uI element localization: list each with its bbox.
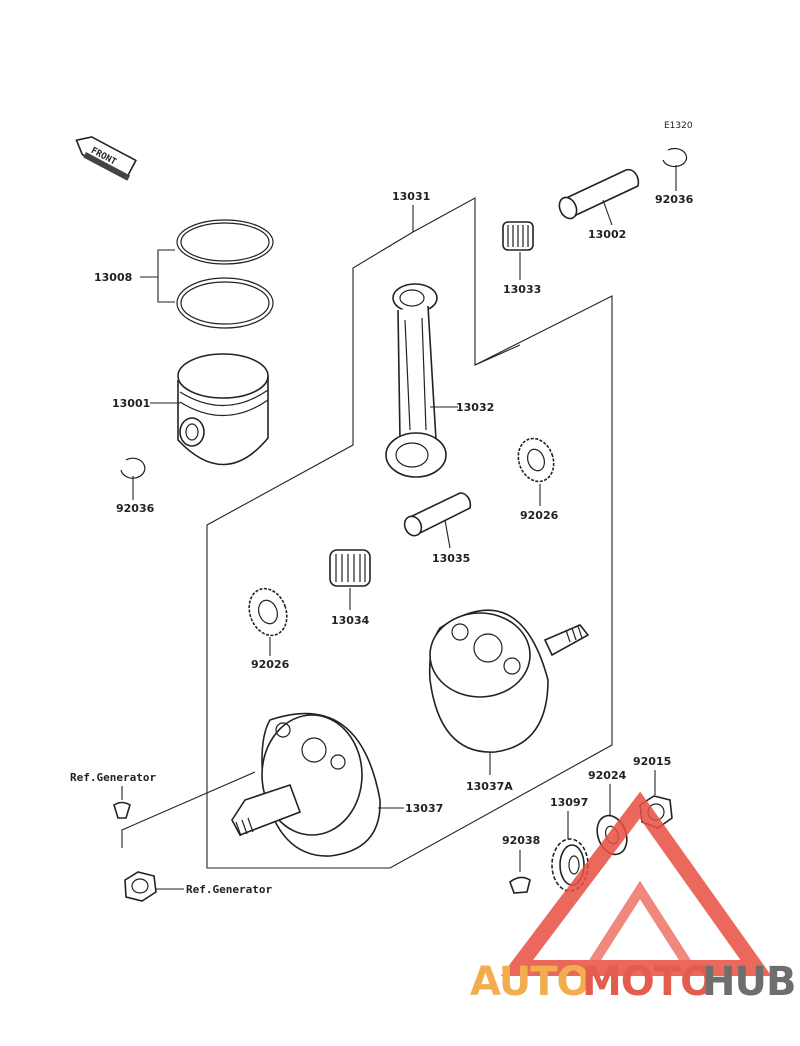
frame-main — [206, 231, 613, 869]
part-number-13035: 13035 — [432, 552, 470, 565]
diagram-code: E1320 — [664, 121, 693, 131]
thrust-washer-icon — [248, 587, 288, 656]
hex-nut-icon — [124, 871, 184, 902]
connecting-rod-icon — [385, 283, 458, 478]
part-number-13002: 13002 — [588, 228, 626, 241]
part-number-13001: 13001 — [112, 397, 150, 410]
piston-pin-icon — [558, 168, 640, 226]
part-number-13031: 13031 — [392, 190, 430, 203]
piston-rings-icon — [140, 219, 274, 329]
part-number-13008: 13008 — [94, 271, 132, 284]
part-number-13037A: 13037A — [466, 780, 513, 793]
group-frame — [121, 197, 613, 869]
part-number-92038: 92038 — [502, 834, 540, 847]
part-number-13034: 13034 — [331, 614, 370, 627]
watermark-text-hub: HUB — [702, 959, 795, 1005]
part-number-92026-left: 92026 — [251, 658, 290, 671]
woodruff-key-icon — [113, 801, 131, 819]
part-number-92024: 92024 — [588, 769, 627, 782]
ref-generator-bottom: Ref.Generator — [186, 883, 272, 896]
needle-bearing-small-icon — [502, 221, 534, 280]
part-number-92036-top: 92036 — [655, 193, 694, 206]
part-number-92015: 92015 — [633, 755, 671, 768]
frame-generator-ref — [121, 771, 256, 848]
automotohub-watermark: AUTO MOTO HUB — [470, 791, 796, 1005]
crankshaft-left-half-icon — [231, 712, 404, 857]
part-number-13037: 13037 — [405, 802, 443, 815]
watermark-text-auto: AUTO — [470, 959, 590, 1005]
needle-bearing-big-icon — [329, 549, 371, 610]
part-number-13032: 13032 — [456, 401, 494, 414]
piston-icon — [150, 353, 269, 466]
crankshaft-right-half-icon — [428, 609, 590, 775]
part-number-92026-right: 92026 — [520, 509, 559, 522]
watermark-text-moto: MOTO — [582, 959, 713, 1005]
circlip-icon — [120, 457, 146, 500]
front-arrow: FRONT — [75, 136, 137, 181]
ref-generator-top: Ref.Generator — [70, 771, 156, 784]
circlip-icon — [662, 147, 688, 191]
crank-pin-icon — [403, 492, 472, 549]
part-number-13097: 13097 — [550, 796, 588, 809]
part-number-92036-left: 92036 — [116, 502, 155, 515]
frame-upper — [412, 197, 521, 366]
thrust-washer-icon — [517, 437, 555, 506]
part-number-13033: 13033 — [503, 283, 541, 296]
woodruff-key-icon — [509, 876, 531, 894]
